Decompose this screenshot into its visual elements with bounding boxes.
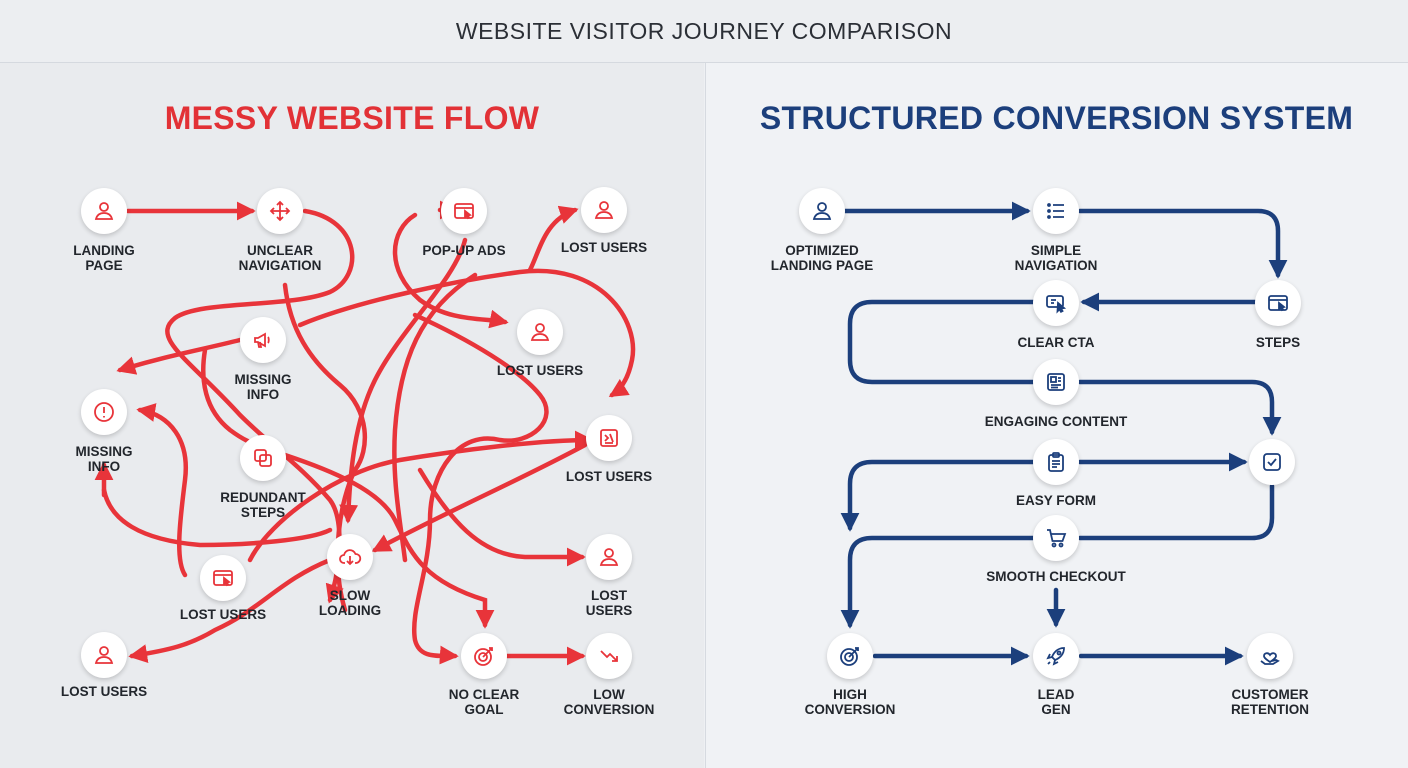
- node-label-easy-form: EASY FORM: [1015, 493, 1097, 508]
- clipboard-icon: [1033, 439, 1079, 485]
- page-header: WEBSITE VISITOR JOURNEY COMPARISON: [0, 0, 1408, 63]
- heart-hand-icon: [1247, 633, 1293, 679]
- node-label-clear-cta: CLEAR CTA: [1017, 335, 1095, 350]
- structured-heading: STRUCTURED CONVERSION SYSTEM: [759, 100, 1354, 136]
- cart-icon: [1033, 515, 1079, 561]
- user-icon: [81, 188, 127, 234]
- move-icon: [257, 188, 303, 234]
- node-label-engaging-content: ENGAGING CONTENT: [984, 414, 1128, 429]
- node-label-steps: STEPS: [1255, 335, 1301, 350]
- content-icon: [1033, 359, 1079, 405]
- messy-arrow: [128, 557, 333, 663]
- node-label-smooth-checkout: SMOOTH CHECKOUT: [986, 569, 1126, 584]
- structured-arrow: [1077, 379, 1282, 436]
- messy-arrow: [392, 272, 478, 563]
- messy-arrow: [411, 312, 549, 665]
- user-icon: [81, 632, 127, 678]
- node-label-pop-up-ads: POP-UP ADS: [422, 243, 506, 258]
- duplicate-icon: [240, 435, 286, 481]
- messy-arrow: [247, 430, 594, 563]
- browser-icon: [441, 188, 487, 234]
- list-icon: [1033, 188, 1079, 234]
- user-icon: [799, 188, 845, 234]
- user-icon: [581, 187, 627, 233]
- trend-down-icon: [586, 633, 632, 679]
- cloud-download-icon: [327, 534, 373, 580]
- alert-icon: [81, 389, 127, 435]
- browser-icon: [1255, 280, 1301, 326]
- rocket-icon: [1033, 633, 1079, 679]
- user-icon: [586, 534, 632, 580]
- structured-arrow: [847, 299, 1038, 385]
- node-label-lost-users: LOST USERS: [565, 469, 653, 484]
- structured-arrow: [1077, 483, 1275, 541]
- page-title: WEBSITE VISITOR JOURNEY COMPARISON: [455, 17, 953, 44]
- messy-arrow: [165, 208, 355, 604]
- checkbox-icon: [1249, 439, 1295, 485]
- target-icon: [461, 633, 507, 679]
- target-icon: [827, 633, 873, 679]
- structured-arrow: [840, 535, 1038, 629]
- structured-arrow: [840, 459, 1038, 532]
- megaphone-icon: [240, 317, 286, 363]
- messy-arrow: [282, 452, 495, 629]
- structured-arrow: [1077, 208, 1288, 279]
- browser-icon: [200, 555, 246, 601]
- node-label-lost-users: LOST USERS: [179, 607, 267, 622]
- click-icon: [1033, 280, 1079, 326]
- node-label-lost-users: LOST USERS: [496, 363, 584, 378]
- broken-page-icon: [586, 415, 632, 461]
- messy-heading: MESSY WEBSITE FLOW: [164, 100, 540, 136]
- messy-arrow: [371, 442, 588, 553]
- messy-arrow: [297, 268, 636, 398]
- messy-arrow: [136, 403, 189, 578]
- node-label-lost-users: LOST USERS: [60, 684, 148, 699]
- messy-arrow: [339, 237, 468, 524]
- messy-arrow: [527, 205, 579, 273]
- user-icon: [517, 309, 563, 355]
- messy-arrow: [417, 467, 586, 567]
- messy-arrow: [116, 337, 243, 375]
- structured-connectors: [840, 201, 1288, 666]
- messy-arrow: [392, 212, 509, 329]
- node-label-lost-users: LOST USERS: [560, 240, 648, 255]
- messy-arrow: [101, 487, 333, 548]
